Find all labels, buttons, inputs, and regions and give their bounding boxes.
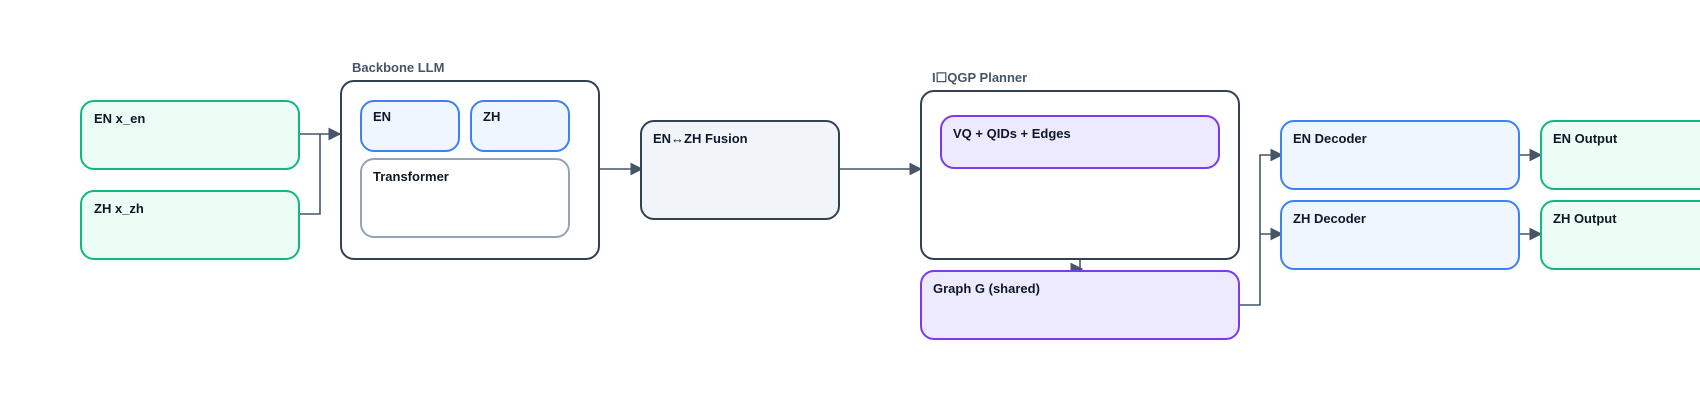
transformer-node: Transformer	[360, 158, 570, 238]
vq-node: VQ + QIDs + Edges	[940, 115, 1220, 169]
graph-node: Graph G (shared)	[920, 270, 1240, 340]
zh-input-label: ZH x_zh	[94, 201, 144, 216]
backbone-title: Backbone LLM	[352, 60, 445, 75]
backbone-en-node: EN	[360, 100, 460, 152]
planner-title: I☐QGP Planner	[932, 70, 1028, 85]
transformer-label: Transformer	[373, 169, 449, 184]
zh-decoder-node: ZH Decoder	[1280, 200, 1520, 270]
zh-decoder-label: ZH Decoder	[1293, 211, 1366, 226]
backbone-zh-label: ZH	[483, 109, 501, 124]
en-output-label: EN Output	[1553, 131, 1618, 146]
en-decoder-label: EN Decoder	[1293, 131, 1367, 146]
fusion-label: EN↔ZH Fusion	[653, 131, 748, 146]
edge-zh-input-to-backbone	[300, 134, 321, 215]
graph-label: Graph G (shared)	[933, 281, 1040, 296]
zh-output-node: ZH Output	[1540, 200, 1700, 270]
edge-graph-to-en-decoder	[1240, 148, 1284, 306]
en-input-node: EN x_en	[80, 100, 300, 170]
en-input-label: EN x_en	[94, 111, 146, 126]
backbone-zh-node: ZH	[470, 100, 570, 152]
vq-label: VQ + QIDs + Edges	[953, 126, 1071, 141]
zh-input-node: ZH x_zh	[80, 190, 300, 260]
backbone-en-label: EN	[373, 109, 392, 124]
en-output-node: EN Output	[1540, 120, 1700, 190]
fusion-node: EN↔ZH Fusion	[640, 120, 840, 220]
zh-output-label: ZH Output	[1553, 211, 1617, 226]
en-decoder-node: EN Decoder	[1280, 120, 1520, 190]
